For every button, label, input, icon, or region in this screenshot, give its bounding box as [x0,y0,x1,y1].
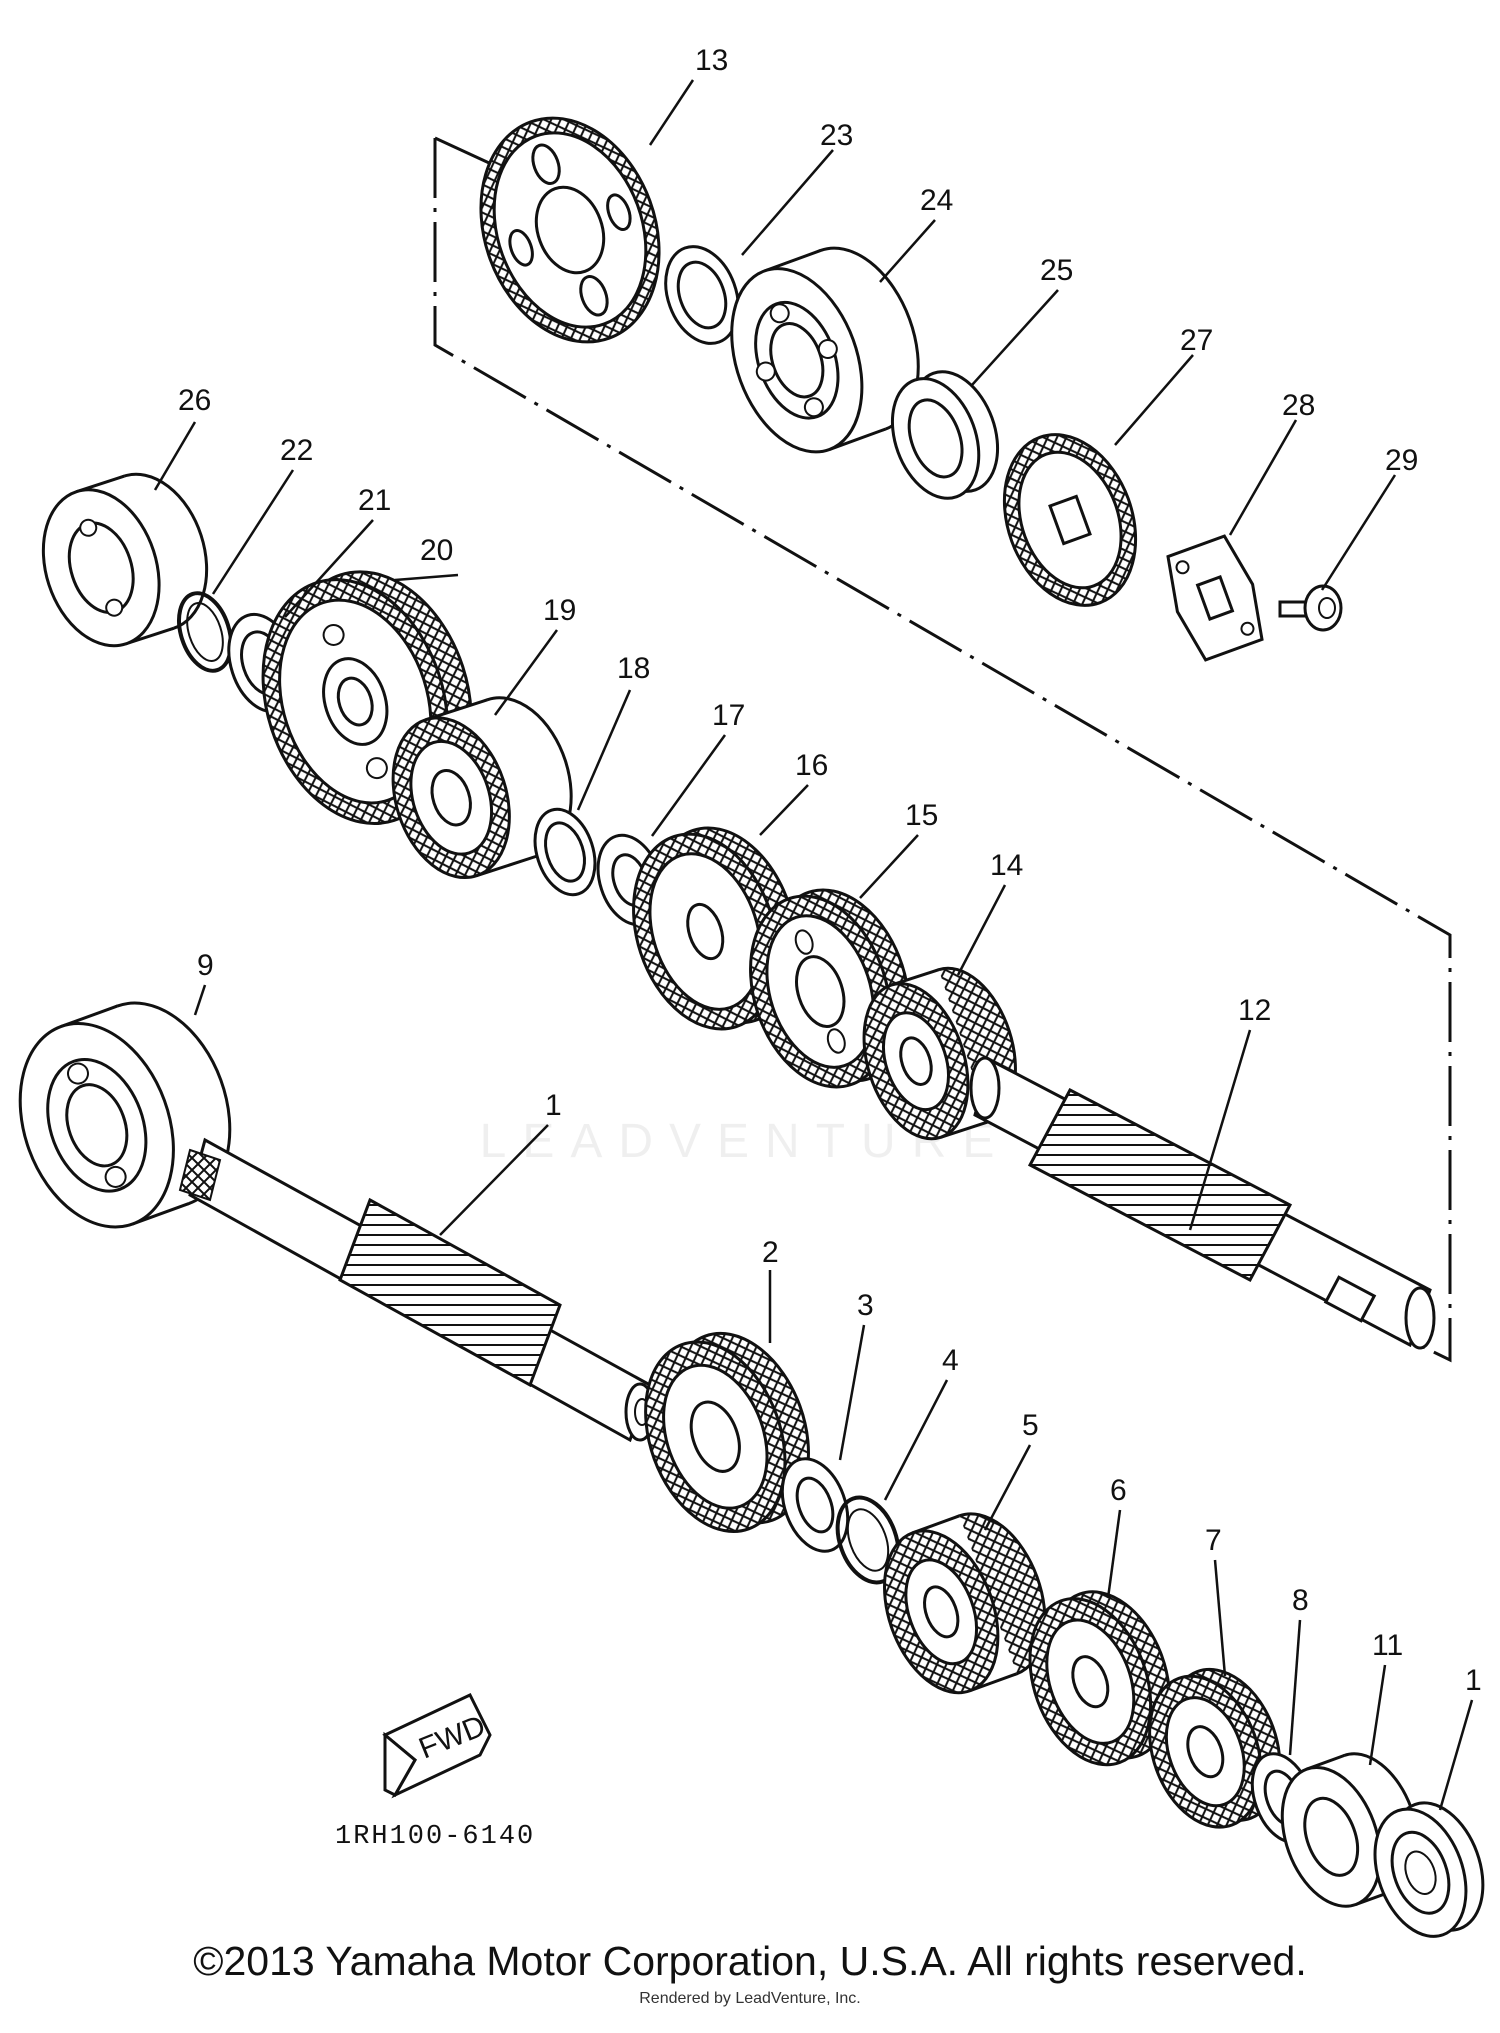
callout-21: 21 [358,484,391,517]
oil-seal-25 [890,370,1000,500]
callout-27: 27 [1180,324,1213,357]
gear-5 [883,1512,1047,1695]
leader-lines [153,79,1474,1811]
callout-23: 23 [820,119,853,152]
group-boundary [433,138,1452,1363]
sprocket-13 [479,116,661,344]
callout-3: 3 [857,1289,874,1322]
circlip-3 [780,1457,850,1553]
oil-seal-10 [1373,1801,1485,1938]
callout-24: 24 [920,184,953,217]
callout-1: 1 [545,1089,562,1122]
callout-22: 22 [280,434,313,467]
callout-4: 4 [942,1344,959,1377]
callout-17: 17 [712,699,745,732]
callout-29: 29 [1385,444,1418,477]
callout-20: 20 [420,534,453,567]
washer-4 [835,1495,901,1585]
diagram-code: 1RH100-6140 [335,1822,535,1852]
callout-8: 8 [1292,1584,1309,1617]
drive-axle-12 [969,1056,1436,1350]
callout-12: 12 [1238,994,1271,1027]
callout-18: 18 [617,652,650,685]
callout-2: 2 [762,1236,779,1269]
copyright-notice: ©2013 Yamaha Motor Corporation, U.S.A. A… [193,1938,1307,1984]
drive-sprocket-27 [1002,433,1138,607]
bearing-9 [18,1001,232,1229]
bearing-26 [41,472,209,648]
callout-numbers: 13 23 24 25 27 28 29 26 22 21 20 19 18 1… [178,44,1482,1697]
callout-16: 16 [795,749,828,782]
callout-26: 26 [178,384,211,417]
callout-7: 7 [1205,1524,1222,1557]
callout-11: 11 [1372,1629,1403,1662]
callout-6: 6 [1110,1474,1127,1507]
washer-23 [664,245,740,345]
callout-25: 25 [1040,254,1073,287]
bolt-29 [1278,584,1343,632]
washer-18 [533,807,597,897]
callout-1-seal: 1 [1465,1664,1482,1697]
callout-28: 28 [1282,389,1315,422]
gear-6 [1028,1590,1171,1767]
callout-13: 13 [695,44,728,77]
bearing-11 [1280,1752,1420,1908]
bearing-24 [730,246,920,454]
callout-9: 9 [197,949,214,982]
callout-15: 15 [905,799,938,832]
gear-19 [391,696,573,880]
lock-washer-28 [1166,534,1264,662]
gear-2 [644,1331,810,1533]
callout-5: 5 [1022,1409,1039,1442]
circlip-22 [177,591,233,673]
rendered-by-note: Rendered by LeadVenture, Inc. [639,1990,861,2007]
forward-direction-arrow: FWD [382,1693,492,1799]
callout-19: 19 [543,594,576,627]
callout-14: 14 [990,849,1023,882]
main-axle-1 [178,1137,656,1443]
